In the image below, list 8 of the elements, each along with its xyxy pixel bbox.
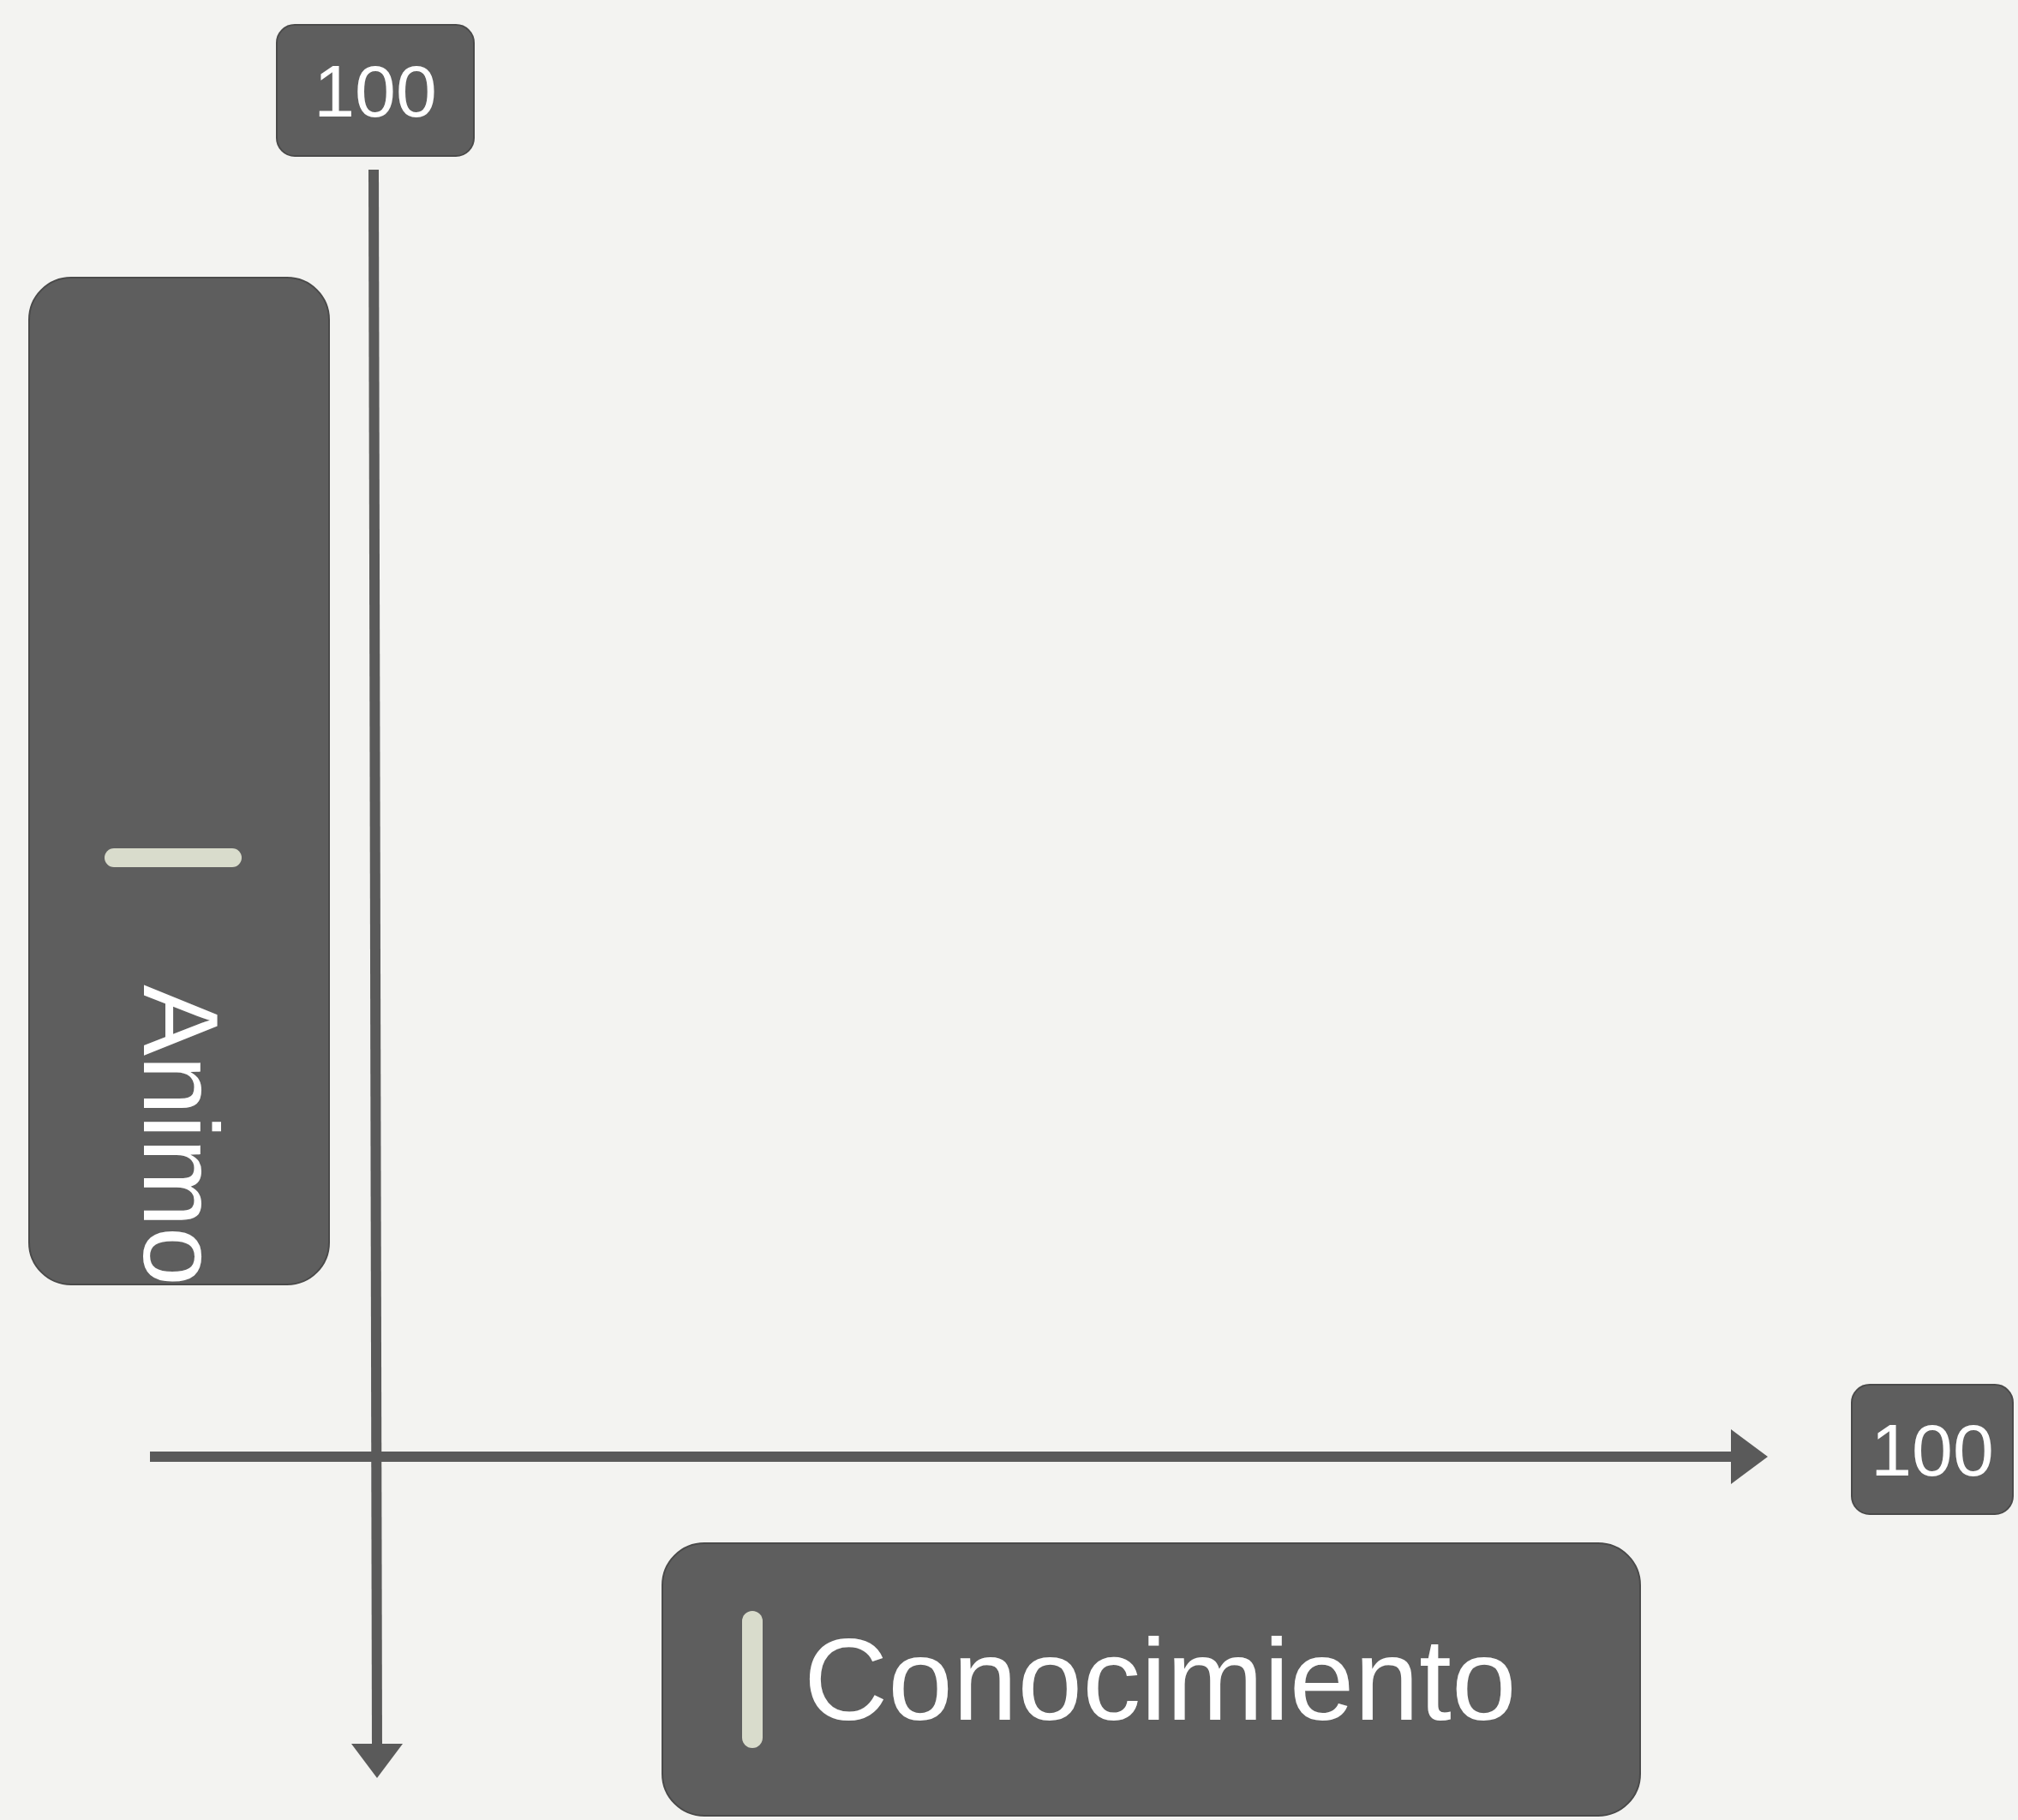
axis-label-text: Animo [128, 985, 234, 1286]
axis-label-box [28, 277, 330, 1285]
axis-label-box [662, 1542, 1641, 1817]
value-box [1851, 1384, 2014, 1515]
value-box [276, 24, 475, 157]
value-text: 100 [314, 53, 437, 128]
value-text: 100 [1871, 1412, 1994, 1487]
axis-label-text: Conocimiento [804, 1621, 1517, 1738]
